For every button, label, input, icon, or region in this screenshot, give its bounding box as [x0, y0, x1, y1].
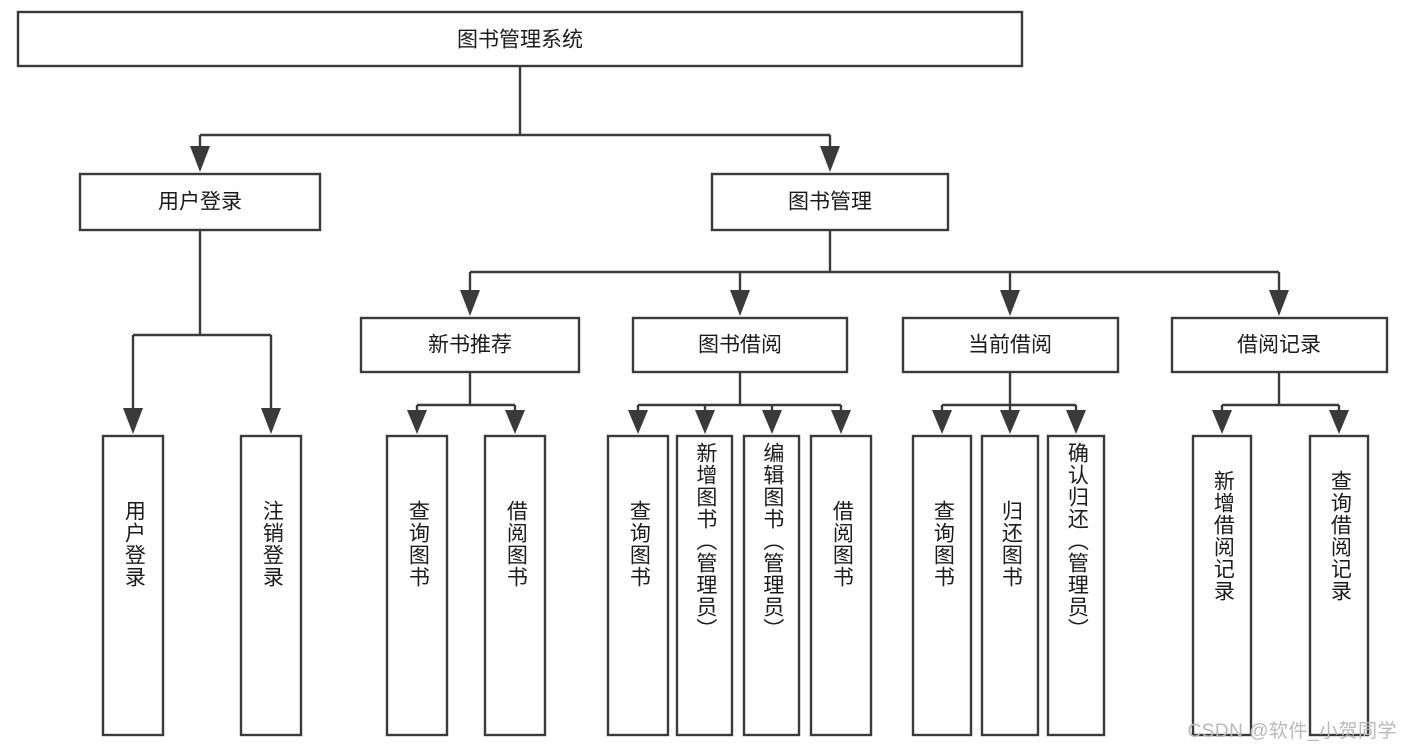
- node-new-book-recommend-label: 新书推荐: [428, 334, 512, 357]
- node-new-book-recommend[interactable]: 新书推荐: [359, 316, 581, 374]
- node-leaf-query-books-current-box[interactable]: [911, 434, 973, 737]
- arrow-head-leaf-confirm-return-admin: [1066, 410, 1086, 434]
- arrow-head-leaf-query-books-recommend: [407, 410, 427, 434]
- node-leaf-user-login-box[interactable]: [101, 434, 165, 737]
- node-book-management-label: 图书管理: [788, 191, 872, 214]
- node-book-borrow[interactable]: 图书借阅: [631, 316, 849, 374]
- node-current-borrow[interactable]: 当前借阅: [901, 316, 1120, 374]
- node-leaf-borrow-books-recommend-box[interactable]: [483, 434, 547, 737]
- arrow-head-book-management: [820, 146, 840, 172]
- node-user-login[interactable]: 用户登录: [78, 172, 322, 232]
- arrow-head-leaf-add-book-admin: [695, 410, 715, 434]
- node-root[interactable]: 图书管理系统: [16, 10, 1024, 68]
- node-book-borrow-box[interactable]: [631, 316, 849, 374]
- arrow-head-leaf-query-books-borrow: [628, 410, 648, 434]
- node-book-borrow-label: 图书借阅: [698, 334, 782, 357]
- node-leaf-add-book-admin-box[interactable]: [675, 434, 734, 737]
- leaf-boxes: [101, 434, 1370, 737]
- edge-group-user-login: [123, 230, 281, 434]
- arrow-head-leaf-add-borrow-record: [1212, 410, 1232, 434]
- edge-group-root: [190, 66, 840, 172]
- arrow-head-leaf-return-book: [1000, 410, 1020, 434]
- arrow-head-new-book-recommend: [460, 290, 480, 316]
- node-borrow-records-box[interactable]: [1170, 316, 1389, 374]
- node-book-management-box[interactable]: [710, 172, 950, 232]
- arrow-head-leaf-borrow-book: [831, 410, 851, 434]
- node-leaf-return-book-box[interactable]: [980, 434, 1040, 737]
- node-leaf-user-logout-box[interactable]: [239, 434, 303, 737]
- arrow-head-leaf-borrow-books-recommend: [505, 410, 525, 434]
- node-root-box[interactable]: [16, 10, 1024, 68]
- arrow-head-leaf-edit-book-admin: [762, 410, 782, 434]
- edge-group-current-borrow: [932, 372, 1086, 434]
- node-leaf-query-books-borrow-box[interactable]: [606, 434, 670, 737]
- arrow-head-book-borrow: [730, 290, 750, 316]
- node-book-management[interactable]: 图书管理: [710, 172, 950, 232]
- edge-group-book-management: [460, 230, 1289, 316]
- node-leaf-add-borrow-record-box[interactable]: [1191, 434, 1253, 737]
- node-borrow-records[interactable]: 借阅记录: [1170, 316, 1389, 374]
- node-root-label: 图书管理系统: [457, 29, 583, 52]
- arrow-head-leaf-query-borrow-record: [1329, 410, 1349, 434]
- arrow-head-borrow-records: [1269, 290, 1289, 316]
- node-leaf-query-books-recommend-box[interactable]: [385, 434, 449, 737]
- node-current-borrow-label: 当前借阅: [968, 334, 1052, 357]
- node-new-book-recommend-box[interactable]: [359, 316, 581, 374]
- watermark: CSDN @软件_小贺同学: [1187, 721, 1397, 742]
- node-user-login-label: 用户登录: [158, 191, 242, 214]
- arrow-head-leaf-user-logout: [261, 408, 281, 434]
- node-current-borrow-box[interactable]: [901, 316, 1120, 374]
- arrow-head-leaf-user-login: [123, 408, 143, 434]
- arrow-head-user-login: [190, 146, 210, 172]
- arrow-head-leaf-query-books-current: [932, 410, 952, 434]
- node-leaf-confirm-return-admin-box[interactable]: [1046, 434, 1106, 737]
- node-leaf-edit-book-admin-box[interactable]: [742, 434, 801, 737]
- node-leaf-borrow-book-box[interactable]: [809, 434, 873, 737]
- node-user-login-box[interactable]: [78, 172, 322, 232]
- node-borrow-records-label: 借阅记录: [1237, 334, 1321, 357]
- edge-group-book-borrow: [628, 372, 851, 434]
- node-leaf-query-borrow-record-box[interactable]: [1308, 434, 1370, 737]
- edge-group-new-book-recommend: [407, 372, 525, 434]
- edge-group-borrow-records: [1212, 372, 1349, 434]
- arrow-head-current-borrow: [1000, 290, 1020, 316]
